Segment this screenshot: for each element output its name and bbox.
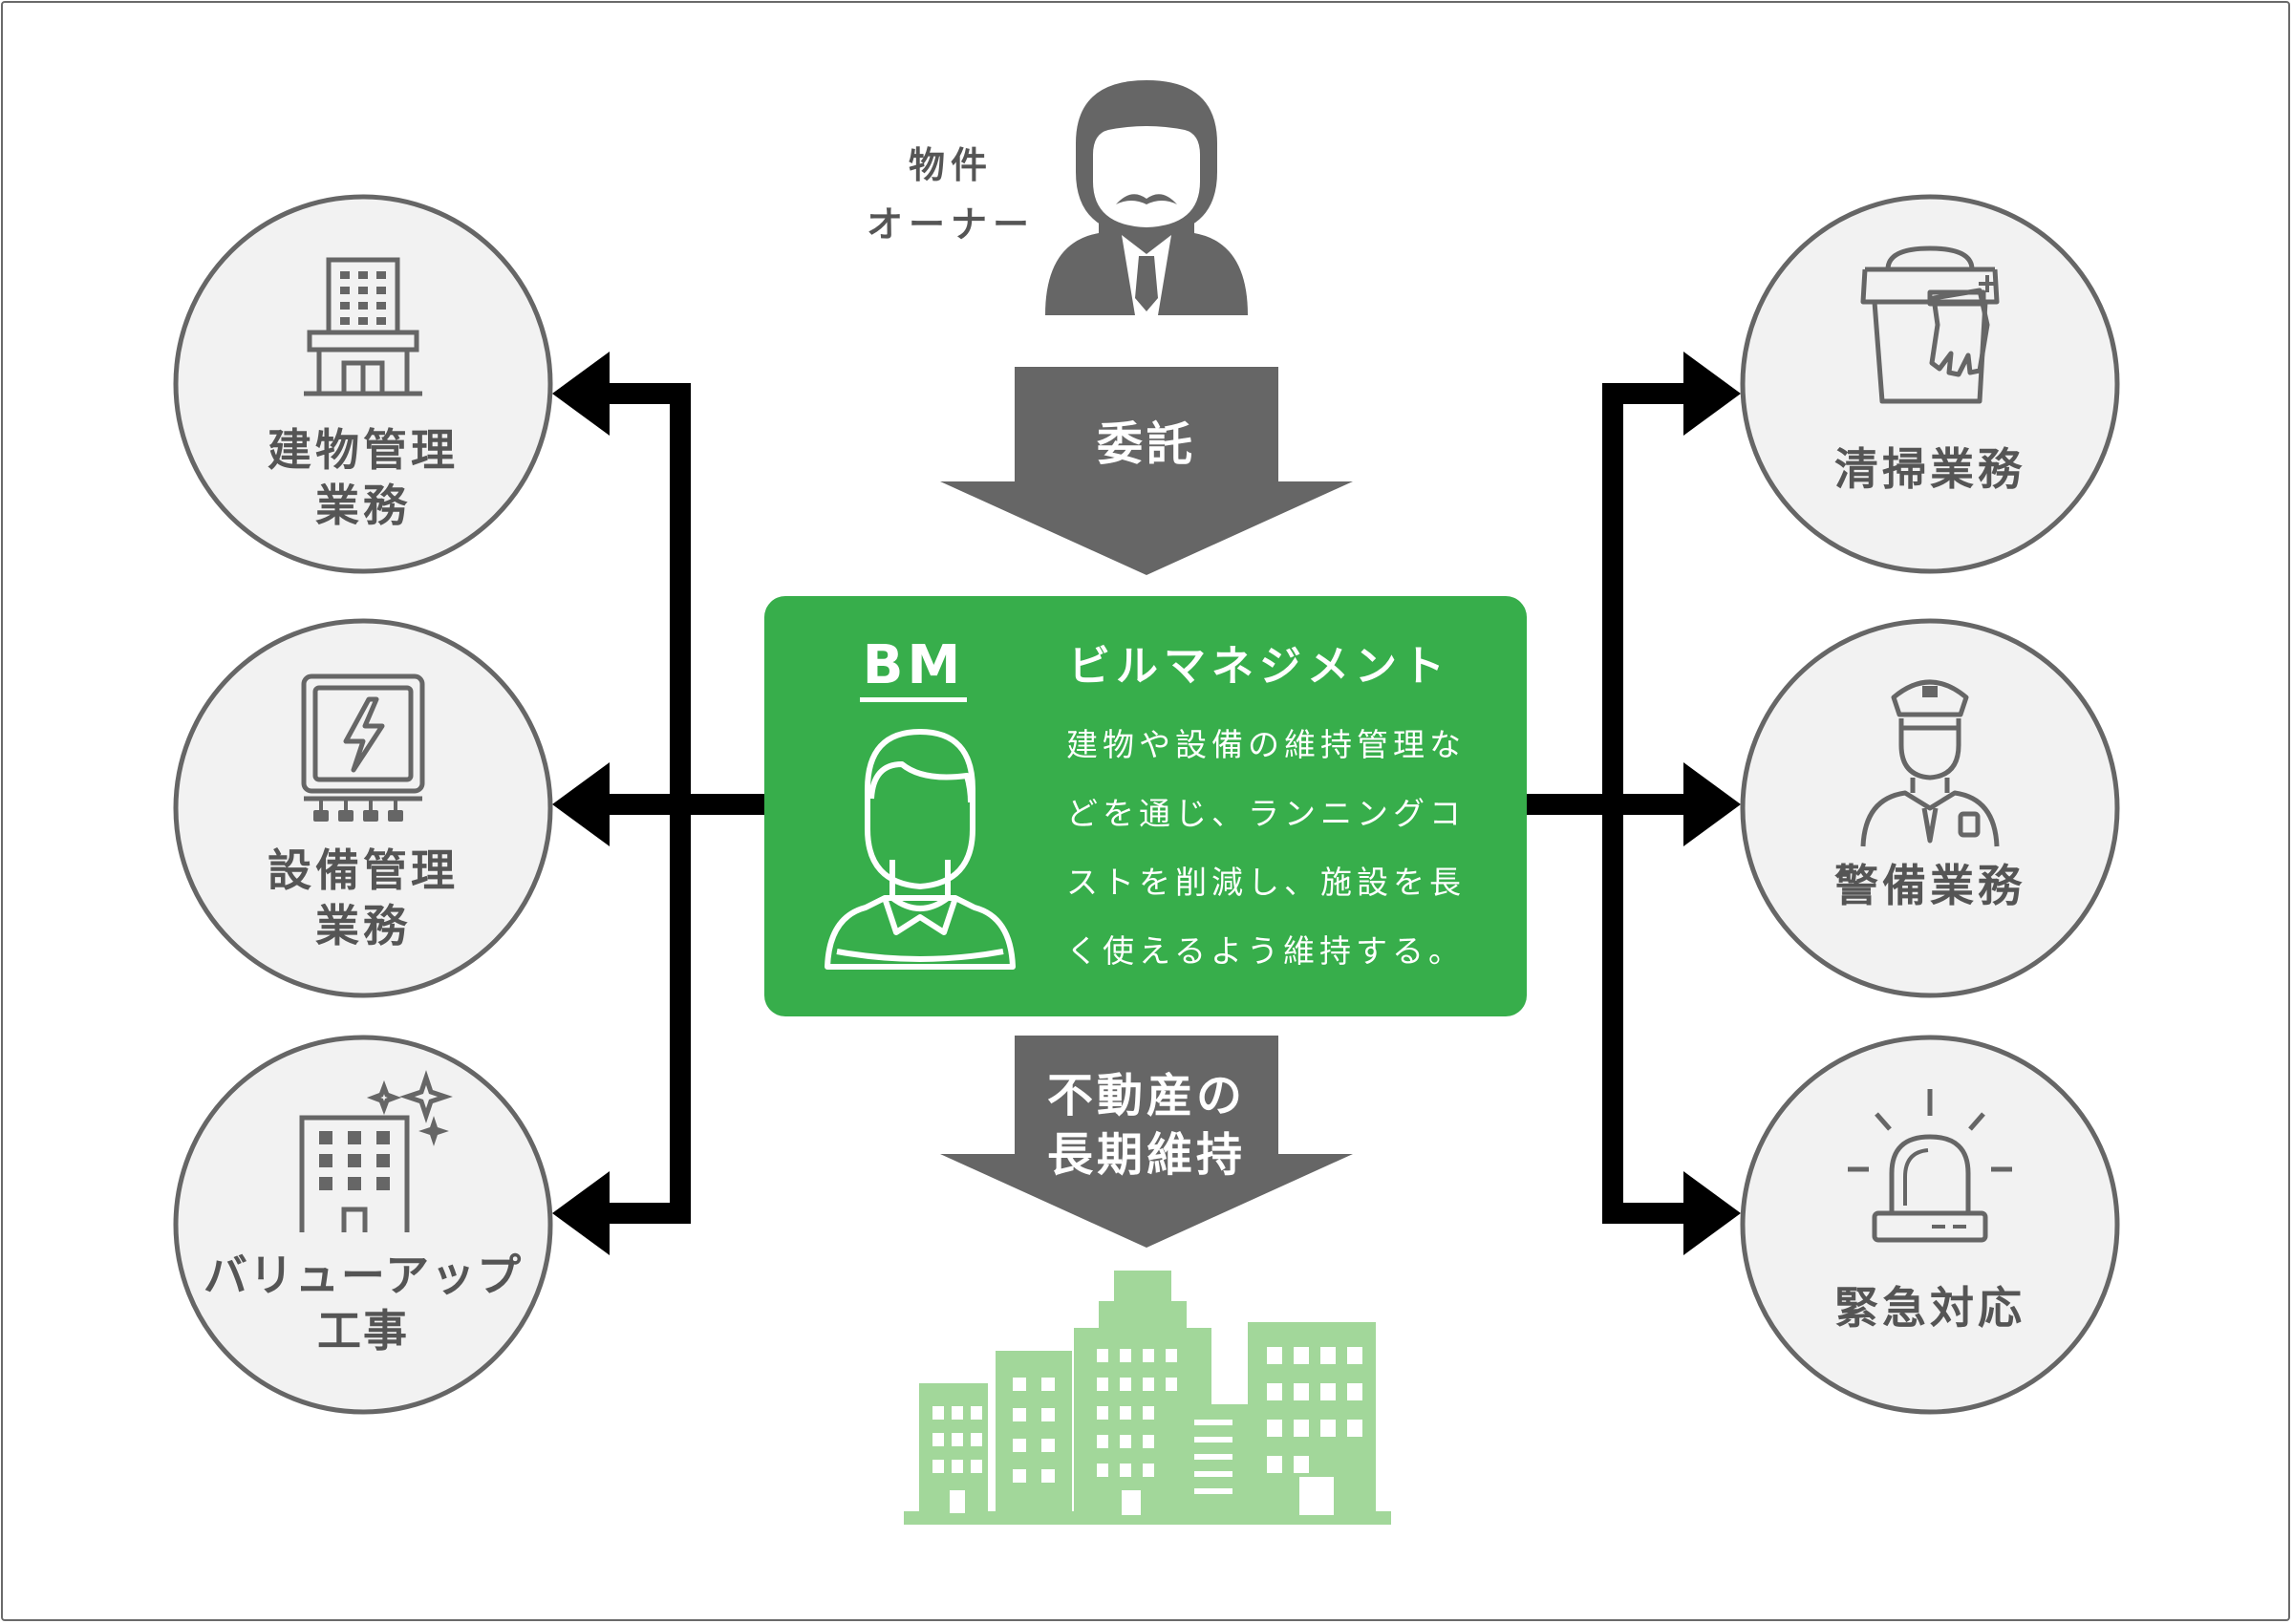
arrowhead-right-3 — [1683, 1171, 1741, 1255]
bm-description: 建物や設備の維持管理な どを通じ、ランニングコ ストを削減し、施設を長 く使える… — [1066, 711, 1487, 986]
entrust-arrow — [940, 367, 1353, 575]
equipment-management-label-line-2: 業務 — [315, 900, 411, 951]
sparkling-building-icon — [299, 1070, 453, 1232]
arrowhead-left-2 — [552, 762, 610, 846]
security-label-line-1: 警備業務 — [1834, 860, 2025, 911]
long-term-label: 不動産の 長期維持 — [1013, 1066, 1280, 1185]
long-term-label-line-2: 長期維持 — [1046, 1128, 1246, 1182]
equipment-management-label-line-1: 設備管理 — [268, 844, 459, 896]
value-up-label-line-2: 工事 — [317, 1305, 409, 1357]
owner-label-line-2: オーナー — [866, 203, 1035, 246]
entrust-label-line-1: 委託 — [1096, 417, 1196, 471]
security-label: 警備業務 — [1787, 858, 2073, 913]
owner-icon — [1045, 80, 1248, 315]
circle-emergency — [1740, 1035, 2120, 1415]
emergency-label-line-1: 緊急対応 — [1834, 1282, 2025, 1334]
cleaning-bucket-icon — [1860, 246, 2000, 404]
arrowhead-right-1 — [1683, 352, 1741, 436]
bm-description-line-1: 建物や設備の維持管理な — [1066, 726, 1466, 763]
city-skyline-icon — [904, 1271, 1391, 1525]
circle-cleaning — [1740, 194, 2120, 574]
emergency-label: 緊急対応 — [1787, 1280, 2073, 1336]
building-management-label: 建物管理 業務 — [220, 422, 506, 533]
office-building-icon — [304, 257, 422, 396]
arrowhead-right-2 — [1683, 762, 1741, 846]
entrust-label: 委託 — [1032, 415, 1261, 474]
bm-description-line-3: ストを削減し、施設を長 — [1066, 864, 1466, 901]
arrowhead-left-1 — [552, 352, 610, 436]
long-term-arrow — [940, 1036, 1353, 1248]
long-term-label-line-1: 不動産の — [1046, 1069, 1246, 1122]
owner-label-line-1: 物件 — [908, 144, 993, 186]
building-management-label-line-2: 業務 — [315, 480, 411, 531]
value-up-label: バリューアップ 工事 — [182, 1248, 545, 1358]
security-guard-icon — [1860, 679, 2000, 847]
bm-description-line-2: どを通じ、ランニングコ — [1066, 795, 1466, 832]
value-up-label-line-1: バリューアップ — [203, 1250, 524, 1301]
cleaning-label-line-1: 清掃業務 — [1834, 443, 2025, 495]
equipment-management-label: 設備管理 業務 — [220, 843, 506, 953]
bm-description-line-4: く使えるよう維持する。 — [1066, 932, 1466, 970]
bm-title: ビルマネジメント — [1068, 642, 1450, 691]
bm-person-icon — [825, 729, 1016, 970]
connectors — [591, 383, 1702, 1224]
arrowhead-left-3 — [552, 1171, 610, 1255]
bm-tag: BM — [860, 634, 967, 702]
owner-label: 物件 オーナー — [841, 136, 1061, 254]
building-management-label-line-1: 建物管理 — [268, 424, 459, 476]
arrowheads — [552, 352, 1741, 1255]
circle-equipment-management — [173, 618, 553, 998]
electrical-panel-icon — [301, 673, 425, 822]
emergency-light-icon — [1848, 1089, 2012, 1243]
cleaning-label: 清掃業務 — [1787, 441, 2073, 497]
